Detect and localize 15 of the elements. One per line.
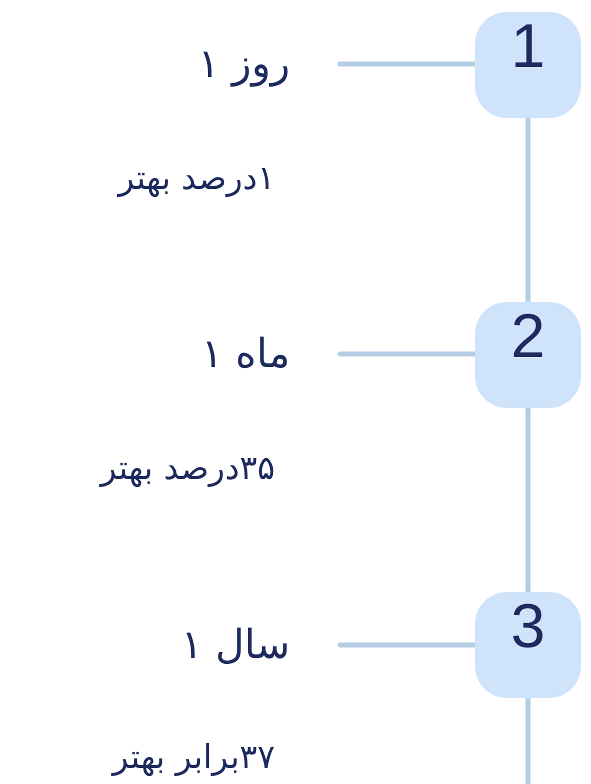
step-title: روز ۱ bbox=[120, 39, 340, 89]
connector-line bbox=[338, 352, 478, 356]
step-number-box: 2 bbox=[475, 302, 581, 408]
step-title: ماه ۱ bbox=[120, 329, 340, 379]
step-number-box: 1 bbox=[475, 12, 581, 118]
connector-line bbox=[526, 696, 530, 784]
connector-line bbox=[338, 62, 478, 66]
step-title: سال ۱ bbox=[120, 620, 340, 670]
step-description: ۱درصد بهتر bbox=[118, 157, 275, 199]
step-description: ۳۷برابر بهتر bbox=[112, 736, 275, 778]
connector-line bbox=[526, 406, 530, 594]
connector-line bbox=[338, 642, 478, 648]
step-number-box: 3 bbox=[475, 592, 581, 698]
connector-line bbox=[526, 116, 530, 304]
step-description: ۳۵درصد بهتر bbox=[100, 447, 275, 489]
